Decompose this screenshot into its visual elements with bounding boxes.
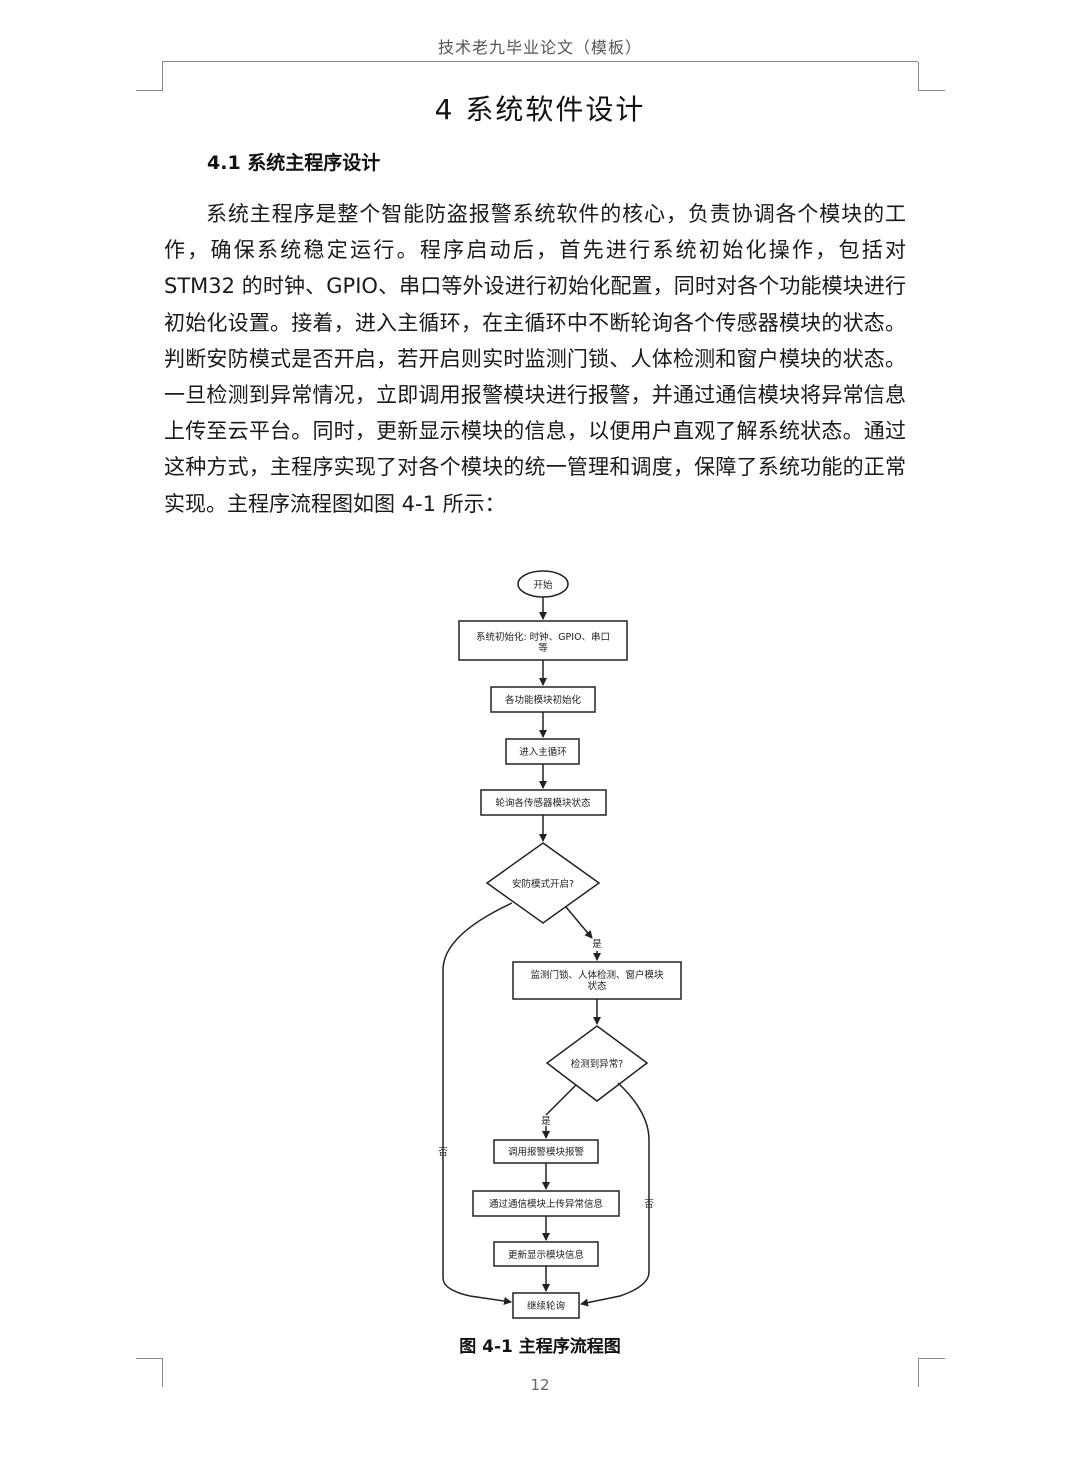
node-label-security-decision: 安防模式开启?	[512, 878, 574, 890]
node-label-monitor: 监测门锁、人体检测、窗户模块	[530, 969, 664, 981]
node-label-init-cont: 等	[538, 642, 548, 654]
crop-mark-top-left	[136, 62, 163, 91]
crop-mark-bottom-left	[136, 1358, 163, 1387]
node-label-init: 系统初始化: 时钟、GPIO、串口	[476, 631, 610, 643]
main-program-flowchart: 开始 系统初始化: 时钟、GPIO、串口 等 各功能模块初始化 进入主循环 轮询…	[438, 570, 682, 1319]
node-label-start: 开始	[533, 579, 553, 591]
running-header-title: 技术老九毕业论文（模板）	[437, 38, 642, 57]
section-title: 4.1 系统主程序设计	[207, 152, 381, 174]
page-number: 12	[530, 1376, 550, 1394]
node-label-poll: 轮询各传感器模块状态	[495, 797, 591, 809]
node-label-abnormal-decision: 检测到异常?	[571, 1058, 624, 1070]
body-paragraph: 系统主程序是整个智能防盗报警系统软件的核心，负责协调各个模块的工作，确保系统稳定…	[164, 202, 906, 516]
node-label-alarm: 调用报警模块报警	[508, 1146, 585, 1158]
security-decision	[485, 842, 601, 924]
yes-label-security: 是	[592, 939, 602, 950]
figure-caption: 图 4-1 主程序流程图	[459, 1337, 621, 1357]
display-box	[493, 1241, 599, 1267]
crop-mark-top-right	[918, 62, 945, 91]
continue-box	[512, 1292, 580, 1319]
no-path-right	[580, 1082, 650, 1307]
flow-line	[545, 1084, 577, 1116]
init-box	[458, 620, 628, 661]
flow-arrow	[565, 906, 593, 939]
no-label-abnormal: 否	[644, 1199, 654, 1210]
node-label-main-loop: 进入主循环	[519, 746, 567, 758]
chapter-title: 4 系统软件设计	[434, 93, 646, 126]
no-path-left	[442, 902, 513, 1305]
main-loop-box	[505, 738, 580, 765]
abnormal-decision	[545, 1025, 649, 1102]
node-label-continue: 继续轮询	[527, 1300, 565, 1312]
header-rule	[162, 61, 918, 62]
monitor-box	[512, 961, 682, 1000]
node-label-monitor-cont: 状态	[587, 980, 607, 992]
crop-mark-bottom-right	[918, 1358, 945, 1387]
no-label-security: 否	[438, 1147, 448, 1158]
node-label-module-init: 各功能模块初始化	[505, 694, 582, 706]
node-label-upload: 通过通信模块上传异常信息	[489, 1198, 603, 1210]
node-label-display: 更新显示模块信息	[508, 1249, 584, 1261]
yes-label-abnormal: 是	[541, 1116, 551, 1127]
